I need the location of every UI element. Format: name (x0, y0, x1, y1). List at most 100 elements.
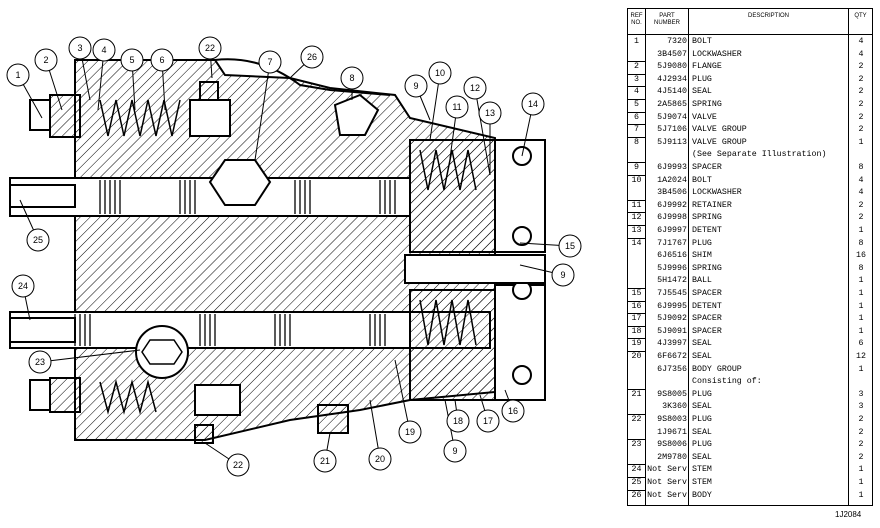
description-cell: LOCKWASHER (692, 188, 742, 198)
upper-spool (9, 159, 411, 217)
part-number-cell: 6J9998 (657, 213, 687, 223)
qty-cell: 1 (858, 314, 864, 324)
callout-balloon (26, 228, 50, 252)
ref-separator (628, 414, 646, 415)
ref-cell: 8 (634, 137, 639, 147)
qty-cell: 8 (858, 263, 864, 273)
part-number-cell: 4J2934 (657, 74, 687, 84)
description-cell: (See Separate Illustration) (692, 150, 827, 160)
description-cell: SEAL (692, 339, 712, 349)
callout-number: 3 (77, 43, 82, 53)
qty-cell: 2 (858, 74, 864, 84)
part-number-cell: 6J7356 (657, 364, 687, 374)
ref-cell: 21 (631, 389, 642, 399)
qty-cell: 2 (858, 100, 864, 109)
ref-cell: 4 (634, 87, 639, 97)
part-number-cell: 6J9993 (657, 163, 687, 172)
callout-balloon (558, 234, 582, 258)
part-number-cell: 5J9113 (657, 137, 687, 147)
callout-balloon (404, 74, 428, 98)
description-cell: SPACER (692, 314, 722, 324)
description-cell: Consisting of: (692, 377, 762, 387)
callout-balloon (340, 66, 364, 90)
callout-number: 19 (405, 427, 415, 437)
callout-number: 17 (483, 416, 493, 426)
ref-separator (628, 288, 646, 289)
callout-number: 2 (43, 55, 48, 65)
ref-cell: 10 (631, 175, 642, 185)
ref-cell: 15 (631, 289, 642, 298)
figure-id: 1J2084 (835, 510, 862, 519)
ref-separator (628, 124, 646, 126)
description-cell: DETENT (692, 226, 722, 235)
ref-separator (628, 225, 646, 226)
callout-balloon (551, 263, 575, 287)
callout-leader (474, 87, 491, 176)
callout-leader (39, 349, 141, 363)
qty-cell: 3 (858, 389, 864, 399)
qty-cell: 1 (858, 465, 864, 475)
callout-number: 13 (485, 108, 495, 118)
part-number-cell: 2M9780 (657, 452, 687, 462)
part-number-cell: 5J7106 (657, 125, 687, 135)
callout-balloon (120, 48, 144, 72)
qty-cell: 2 (858, 440, 864, 450)
bottom-plugs (194, 81, 349, 444)
part-number-cell: 2A5865 (657, 100, 687, 109)
part-number-cell: Not Serv (647, 465, 687, 475)
qty-cell: 1 (858, 276, 864, 286)
ref-separator (628, 464, 646, 466)
qty-cell: 1 (858, 490, 864, 500)
callout-number: 9 (452, 446, 457, 456)
callout-balloon (92, 38, 116, 62)
callout-balloon (521, 92, 545, 116)
detent-housings (404, 139, 546, 401)
ref-separator (628, 162, 646, 163)
description-cell: PLUG (692, 74, 712, 84)
callout-balloon (501, 399, 525, 423)
part-number-cell: 5J9074 (657, 112, 687, 122)
ref-cell: 24 (631, 465, 642, 475)
part-number-cell: 6J9997 (657, 226, 687, 235)
ref-separator (628, 325, 646, 327)
description-cell: SPACER (692, 326, 722, 336)
callout-number: 14 (528, 99, 538, 109)
callout-number: 23 (35, 357, 45, 367)
qty-cell: 4 (858, 37, 864, 46)
column-divider (688, 35, 689, 506)
description-cell: SEAL (692, 402, 712, 412)
callout-balloon (300, 45, 324, 69)
callout-number: 16 (508, 406, 518, 416)
part-number-cell: 7J5545 (657, 289, 687, 298)
part-number-cell: 9S8003 (657, 415, 687, 424)
callout-number: 9 (560, 270, 565, 280)
description-cell: BOLT (692, 175, 712, 185)
callout-number: 25 (33, 235, 43, 245)
ref-separator (628, 212, 646, 214)
callout-number: 22 (205, 43, 215, 53)
ref-cell: 16 (631, 301, 642, 311)
callout-number: 12 (470, 83, 480, 93)
qty-cell: 1 (858, 137, 864, 147)
callout-balloon (478, 101, 502, 125)
table-row: Consisting of: (628, 376, 872, 389)
description-cell: STEM (692, 465, 712, 475)
callout-balloon (446, 409, 470, 433)
